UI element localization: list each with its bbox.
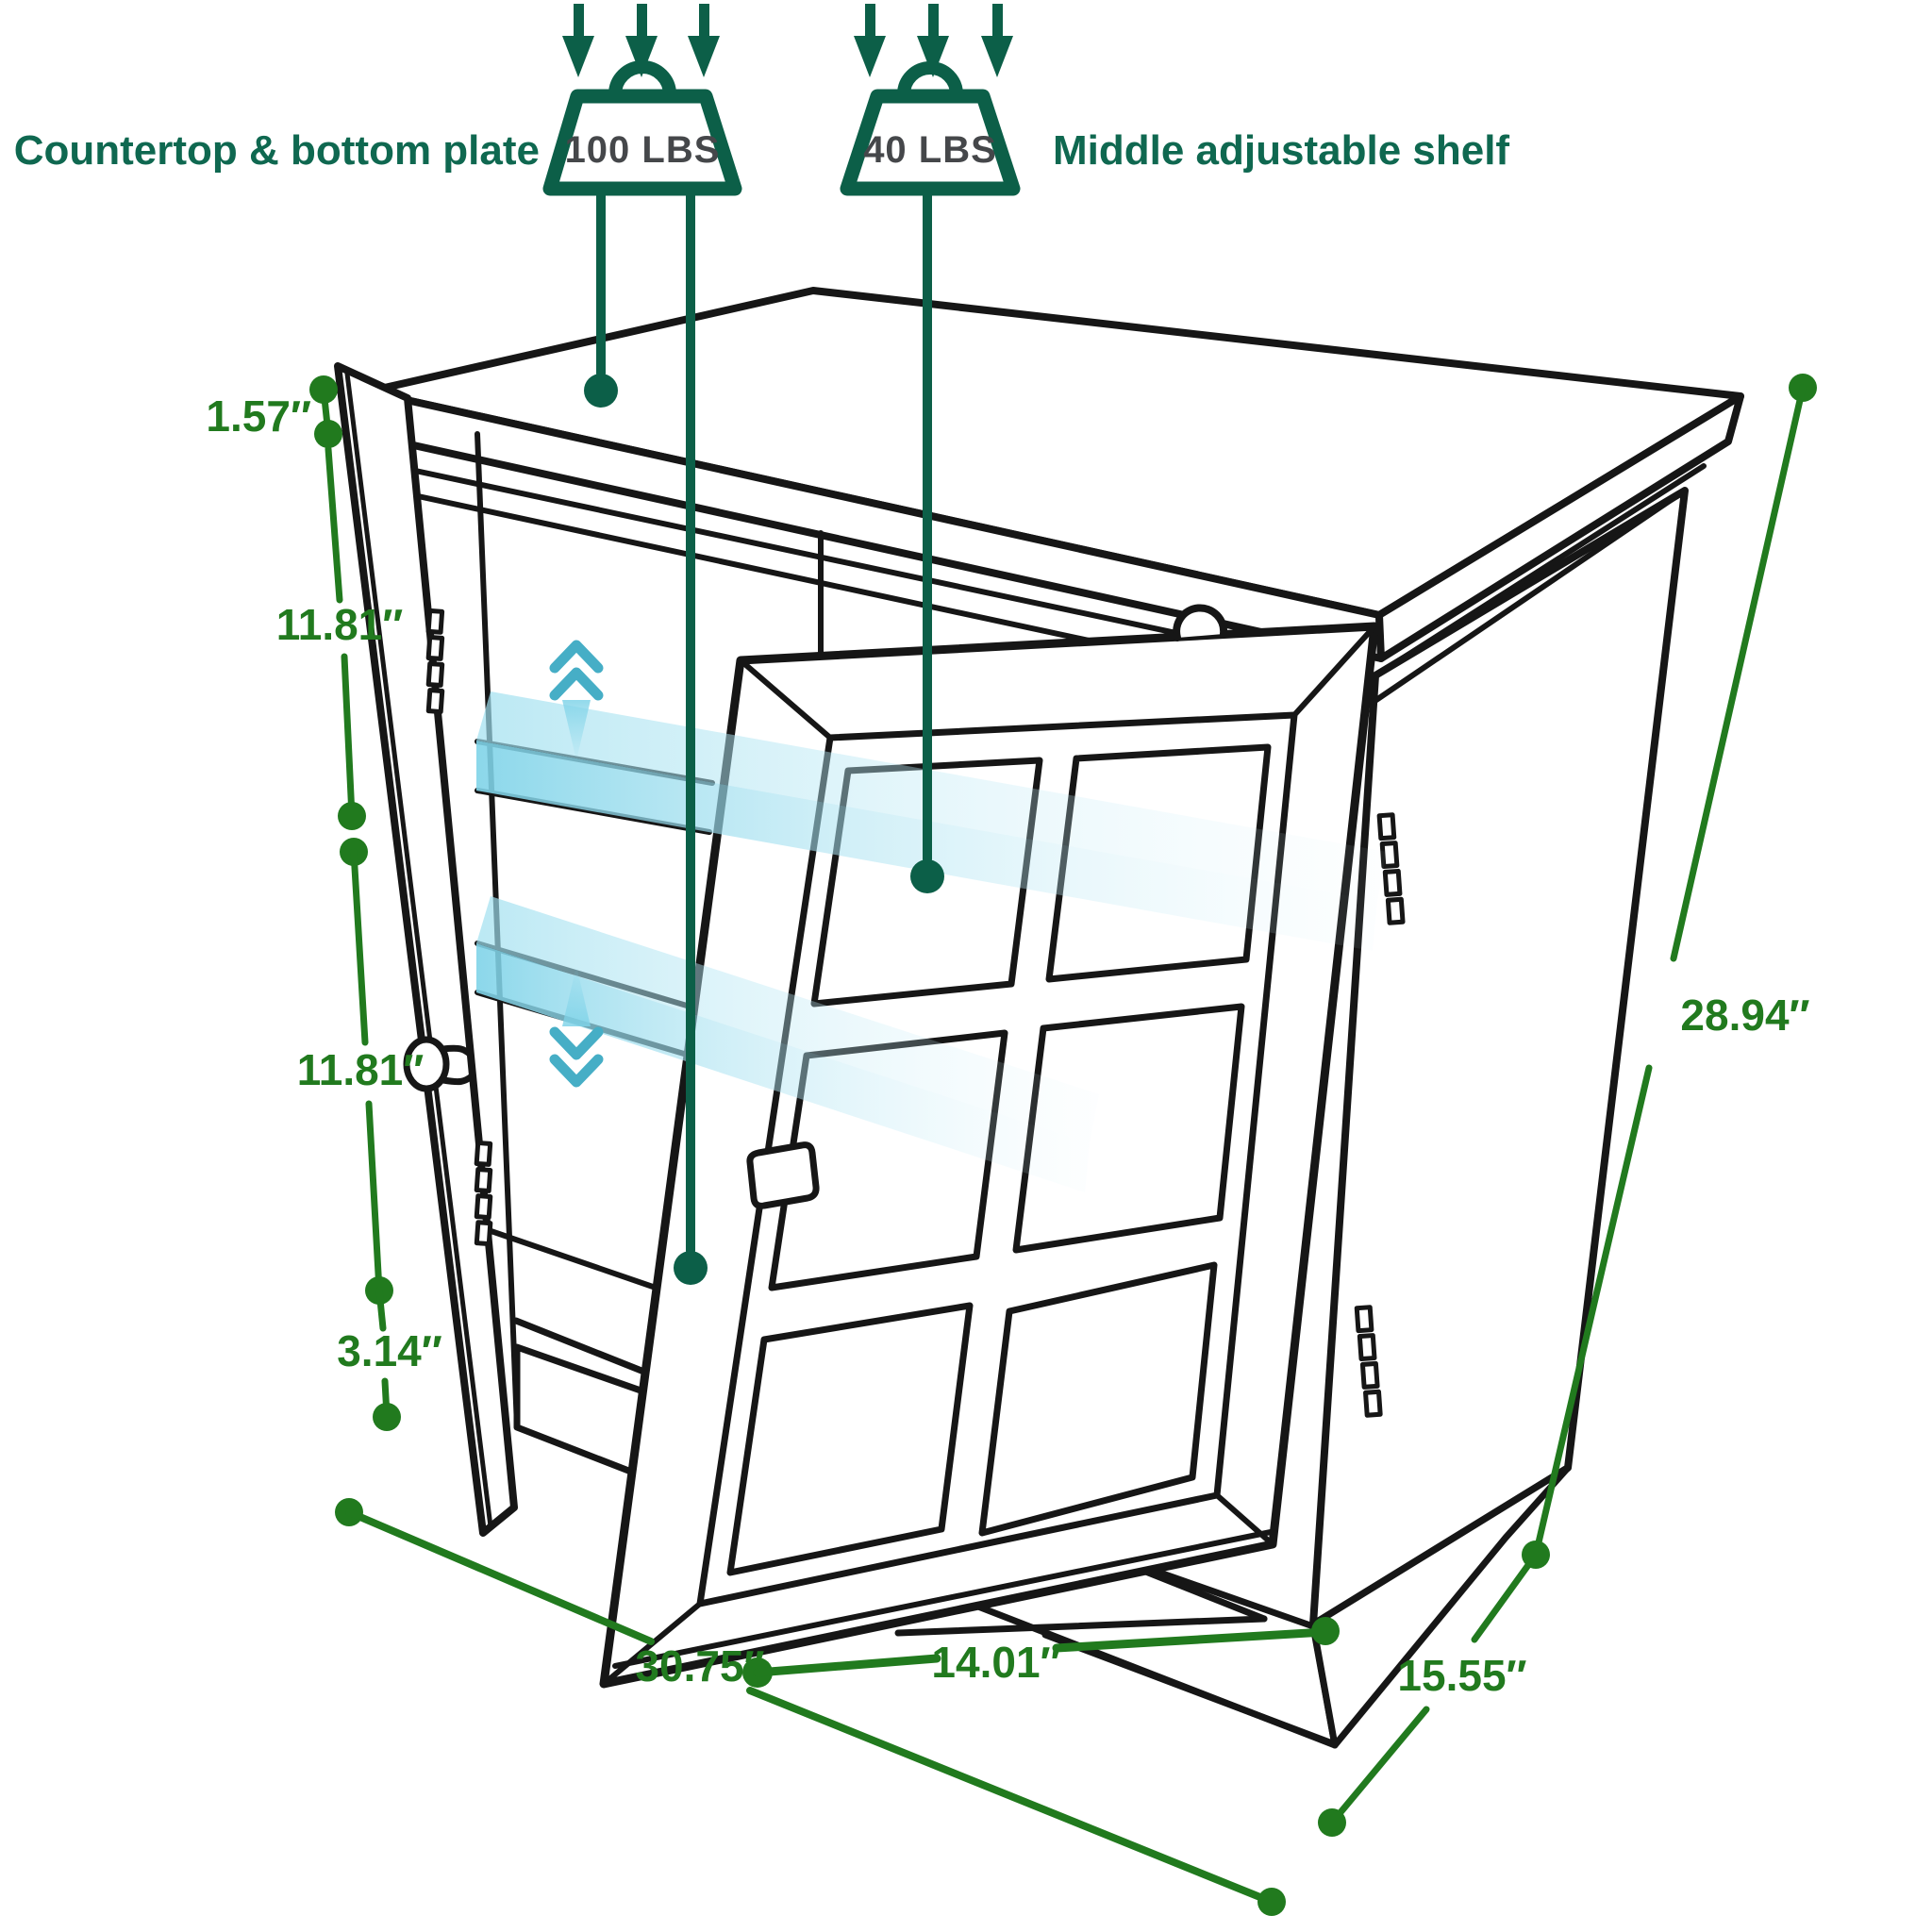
dimension-label: 3.14″ xyxy=(337,1326,442,1375)
label-middle-adjustable-shelf: Middle adjustable shelf xyxy=(1053,127,1509,174)
dim-base-height: 3.14″ xyxy=(337,1287,442,1431)
door-latch xyxy=(746,1141,820,1209)
dim-countertop-thickness: 1.57″ xyxy=(206,375,342,448)
dim-upper-inner-height: 11.81″ xyxy=(276,445,404,830)
dim-door-width: 14.01″ xyxy=(742,1617,1340,1688)
dimension-label: 15.55″ xyxy=(1397,1651,1526,1700)
hinge-icon xyxy=(474,1141,493,1247)
glass-pane xyxy=(810,757,1043,1008)
dimension-annotations: 1.57″ 11.81″ 11.81″ 3.14″ xyxy=(206,374,1817,1916)
top-knob-icon xyxy=(1173,604,1228,641)
dimension-label: 30.75″ xyxy=(635,1641,764,1690)
dim-lower-inner-height: 11.81″ xyxy=(297,838,425,1305)
dim-overall-depth: 15.55″ xyxy=(1318,1551,1540,1837)
dim-overall-width: 30.75″ xyxy=(335,1498,1286,1916)
dimension-label: 1.57″ xyxy=(206,391,311,441)
down-arrow-icon xyxy=(854,4,1013,77)
hinge-icon xyxy=(425,608,445,714)
dimension-label: 14.01″ xyxy=(931,1638,1060,1687)
callout-pointers xyxy=(584,188,944,1285)
load-callouts: 100 LBS 40 LBS Countertop & bottom plate… xyxy=(14,4,1509,1285)
dimension-label: 28.94″ xyxy=(1680,991,1809,1040)
dimension-dot xyxy=(1522,1541,1550,1569)
cabinet-line-art xyxy=(334,287,1744,1749)
dimension-dot xyxy=(1318,1808,1346,1837)
callout-dot xyxy=(674,1251,708,1285)
glass-pane xyxy=(768,1029,1008,1291)
weight-icon: 100 LBS xyxy=(542,60,742,196)
weight-icon: 40 LBS xyxy=(840,61,1021,196)
countertop xyxy=(364,287,1744,705)
dimension-dot xyxy=(309,375,338,404)
callout-dot xyxy=(584,374,618,408)
glass-pane xyxy=(726,1302,974,1576)
glass-pane xyxy=(1012,1003,1245,1254)
glass-panes xyxy=(726,743,1272,1576)
hinge-icon xyxy=(1354,1305,1383,1418)
dimension-label: 11.81″ xyxy=(297,1045,425,1094)
dimension-dot xyxy=(1311,1617,1340,1645)
label-countertop-bottom-plate: Countertop & bottom plate xyxy=(14,127,540,174)
dimension-dot xyxy=(314,420,342,448)
dimension-dot xyxy=(338,802,366,830)
dimension-dot xyxy=(1257,1888,1286,1916)
bottom-plate-edge xyxy=(475,1224,658,1291)
down-arrow-icon xyxy=(562,4,720,77)
left-door xyxy=(334,362,518,1537)
callout-dot xyxy=(910,859,944,893)
weight-value: 100 LBS xyxy=(565,129,721,171)
dimension-label: 11.81″ xyxy=(276,600,404,649)
chevrons-up-icon xyxy=(549,640,604,760)
glass-pane xyxy=(1045,743,1272,983)
lower-shelf-highlight xyxy=(476,896,1099,1143)
weight-value: 40 LBS xyxy=(863,129,997,171)
countertop-molding xyxy=(373,459,1707,678)
dimension-dot xyxy=(373,1403,401,1431)
chevrons-down-icon xyxy=(549,966,604,1088)
glass-pane xyxy=(978,1261,1218,1537)
door-knob-icon xyxy=(403,1036,475,1092)
dim-overall-height: 28.94″ xyxy=(1522,374,1817,1569)
